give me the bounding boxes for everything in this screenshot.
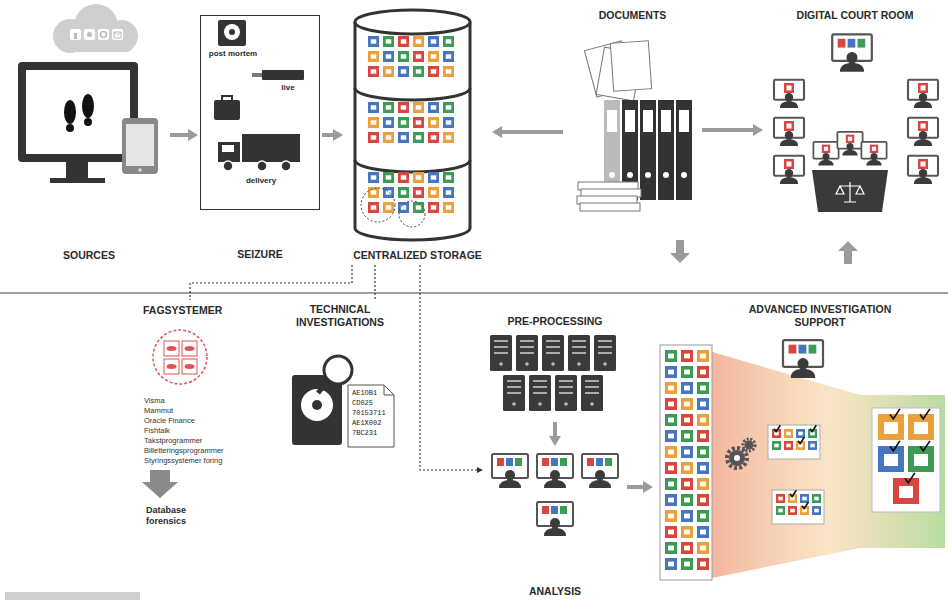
sources-stage: SOURCES (10, 5, 168, 265)
court-room-illustration (774, 34, 938, 212)
pre-processing-stage: PRE-PROCESSING (485, 300, 625, 420)
flow-arrow (170, 133, 188, 137)
item-label: delivery (221, 176, 301, 186)
flow-arrow (553, 422, 557, 436)
forensics-label: Database forensics (146, 505, 210, 527)
technical-illustration (292, 356, 394, 447)
server-rack-illustration (490, 335, 616, 411)
hex-code: AE1X002 (352, 419, 381, 427)
stage-label: CENTRALIZED STORAGE (345, 249, 490, 262)
divider-line (0, 293, 948, 294)
dotted-link (374, 265, 375, 300)
down-arrow (670, 240, 690, 263)
stage-label: DIGITAL COURT ROOM (765, 9, 945, 22)
storage-cylinder: CENTRALIZED STORAGE (345, 5, 490, 265)
fagsystemer-illustration (5, 330, 207, 600)
seizure-box: SEIZUREpost mortemlivedelivery (200, 15, 320, 210)
stage-label: ADVANCED INVESTIGATION SUPPORT (745, 303, 895, 328)
documents-stage: DOCUMENTS (565, 5, 700, 230)
system-name: Mammut (144, 406, 259, 415)
system-name: Visma (144, 396, 259, 405)
hex-code: 70153711 (352, 409, 386, 417)
dotted-link (190, 265, 352, 300)
analysis-illustration (492, 454, 618, 536)
advanced-support-illustration (660, 340, 945, 580)
stage-label: PRE-PROCESSING (485, 315, 625, 328)
flow-arrow (702, 128, 753, 132)
item-label: live (263, 83, 313, 93)
analysis-stage: ANALYSIS (485, 448, 625, 600)
item-label: post mortem (203, 49, 263, 59)
flow-arrow (322, 133, 333, 137)
stage-label: SEIZURE (201, 248, 319, 261)
sources-illustration (18, 4, 158, 183)
dotted-link (420, 265, 477, 470)
documents-illustration (577, 41, 692, 211)
flow-arrow (502, 130, 563, 134)
hex-code: 7BC231 (352, 429, 377, 437)
system-name: Billetteringsprogrammer (144, 446, 259, 455)
stage-label: SOURCES (10, 249, 168, 262)
storage-cylinder-illustration (355, 10, 470, 240)
stage-label: TECHNICAL INVESTIGATIONS (280, 303, 400, 328)
seizure-illustration (214, 20, 304, 171)
flow-arrow (627, 485, 643, 489)
system-name: Fishtalk (144, 426, 259, 435)
hex-code: CD025 (352, 399, 373, 407)
system-name: Styringssystemer foring (144, 456, 259, 465)
system-name: Oracle Finance (144, 416, 259, 425)
stage-label: FAGSYSTEMER (143, 304, 261, 317)
system-name: Takstprogrammer (144, 436, 259, 445)
hex-code: AE1OB1 (352, 389, 377, 397)
fagsystemer-group: FAGSYSTEMER VismaMammutOracle FinanceFish… (138, 300, 263, 545)
stage-label: DOCUMENTS (565, 9, 700, 22)
up-arrow (838, 241, 858, 264)
technical-investigations: TECHNICAL INVESTIGATIONS (280, 300, 400, 460)
court-room-stage: DIGITAL COURT ROOM (765, 5, 945, 230)
advanced-support-stage: ADVANCED INVESTIGATION SUPPORT (655, 300, 945, 590)
stage-label: ANALYSIS (485, 585, 625, 598)
